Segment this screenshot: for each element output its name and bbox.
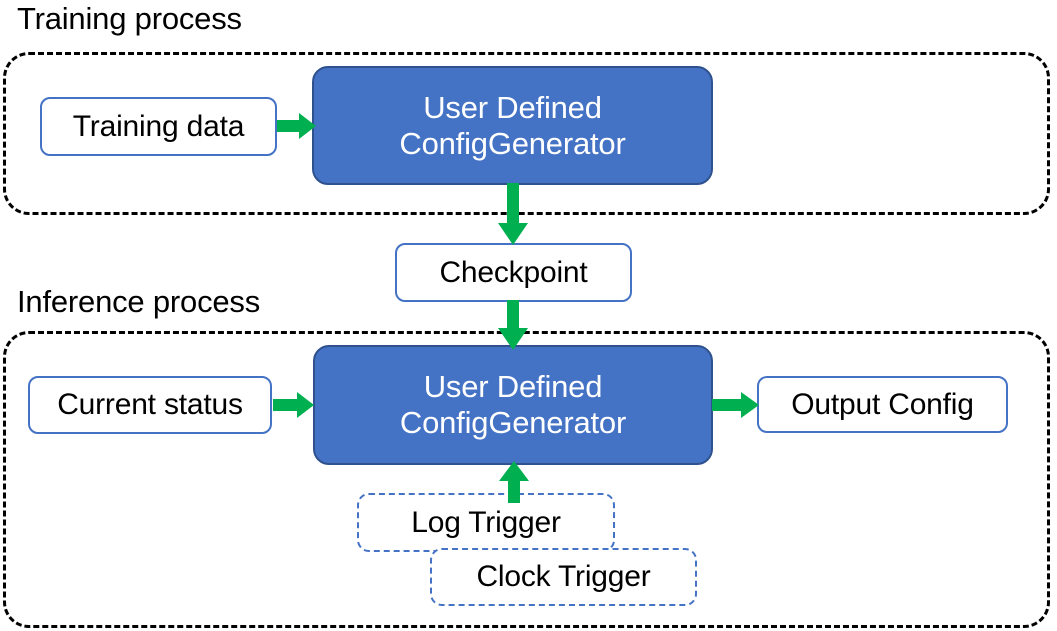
node-clock-trigger[interactable]: Clock Trigger: [430, 548, 697, 606]
arrow-training-data-to-generator: [277, 110, 317, 142]
training-process-label: Training process: [17, 1, 242, 36]
inference-process-container: [3, 331, 1050, 628]
node-training-config-generator-line1: User Defined: [423, 89, 602, 125]
arrow-generator-to-output-config: [712, 389, 760, 421]
node-inference-config-generator-line2: ConfigGenerator: [399, 405, 627, 440]
node-log-trigger[interactable]: Log Trigger: [357, 493, 615, 552]
node-training-data[interactable]: Training data: [40, 97, 277, 156]
node-training-config-generator-line2: ConfigGenerator: [399, 125, 626, 161]
node-current-status[interactable]: Current status: [28, 376, 272, 434]
node-inference-config-generator[interactable]: User Defined ConfigGenerator: [313, 345, 713, 465]
arrow-checkpoint-to-inference-generator: [495, 300, 531, 352]
node-output-config[interactable]: Output Config: [757, 376, 1008, 433]
arrow-generator-to-checkpoint: [495, 183, 531, 247]
node-checkpoint[interactable]: Checkpoint: [395, 243, 632, 302]
arrow-current-status-to-generator: [273, 389, 315, 421]
node-training-config-generator[interactable]: User Defined ConfigGenerator: [312, 66, 713, 185]
inference-process-label: Inference process: [17, 284, 261, 319]
node-inference-config-generator-line1: User Defined: [423, 369, 603, 405]
training-process-container: [3, 52, 1050, 215]
arrow-log-trigger-to-generator: [496, 461, 532, 503]
